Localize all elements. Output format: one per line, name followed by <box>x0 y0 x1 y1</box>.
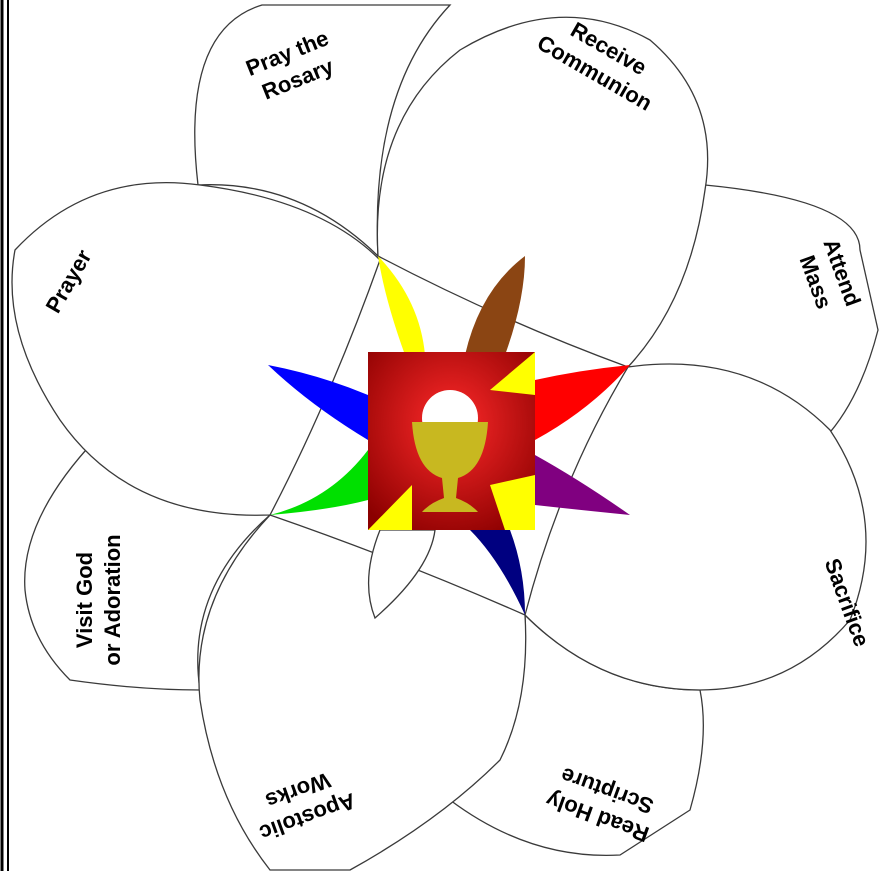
svg-text:or Adoration: or Adoration <box>100 534 125 665</box>
petal-communion <box>377 17 707 367</box>
svg-text:Visit God: Visit God <box>72 552 97 648</box>
petal-prayer <box>12 183 380 516</box>
